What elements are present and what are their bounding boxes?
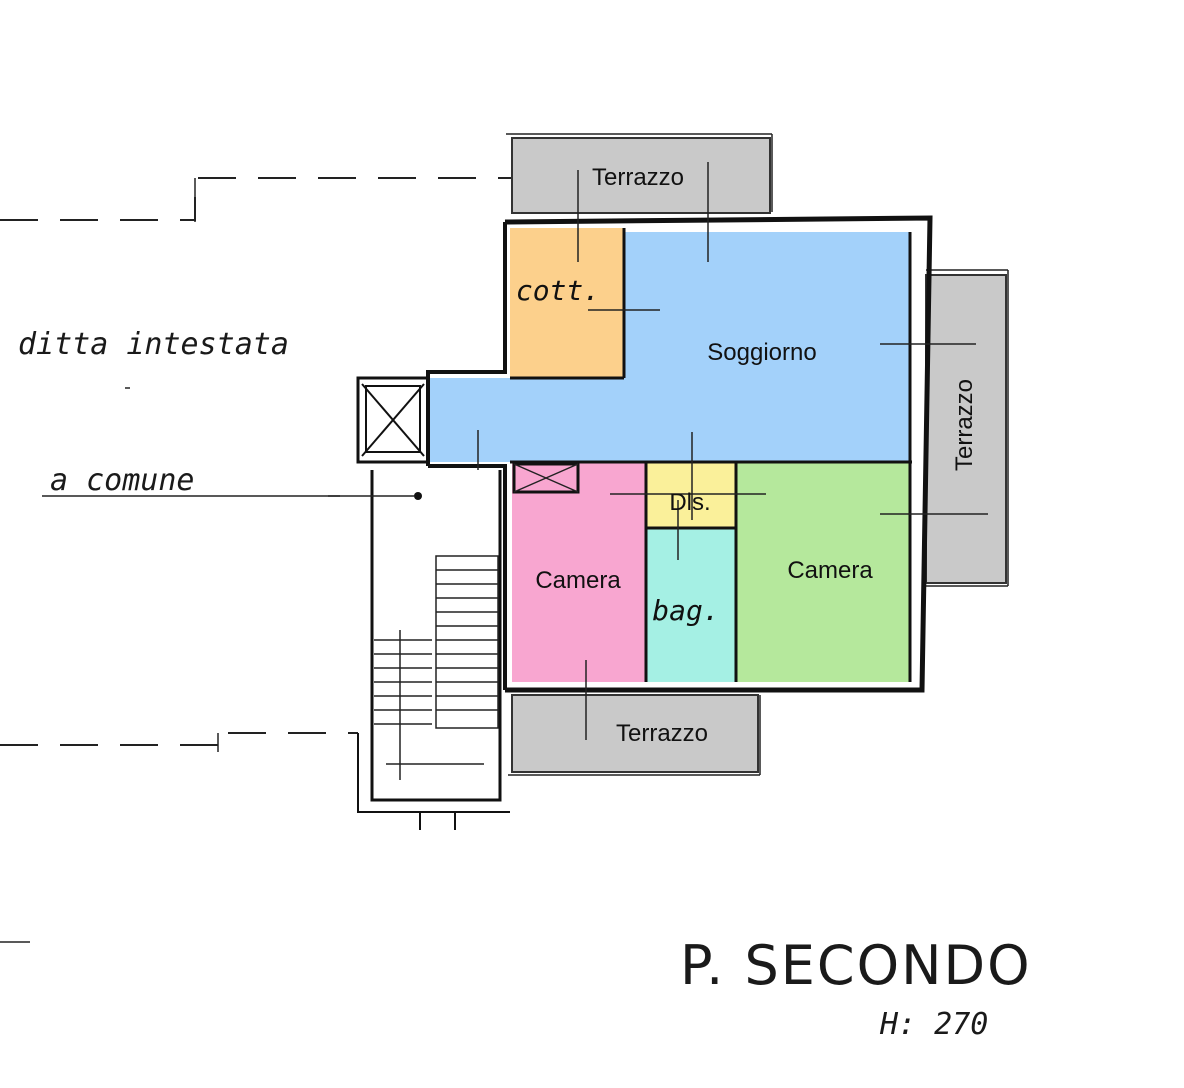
room-disimpegno	[646, 462, 736, 528]
label-disimpegno: Dls.	[669, 489, 710, 516]
property-boundary	[0, 177, 515, 943]
walls	[356, 215, 933, 830]
label-camera-right: Camera	[787, 557, 873, 584]
label-terrazzo-bottom: Terrazzo	[616, 720, 708, 747]
room-camera-right	[736, 462, 910, 682]
annotation-a-comune: a comune	[50, 463, 195, 498]
staircase	[374, 555, 499, 780]
terrace-top	[511, 137, 771, 214]
annotation-ditta-intestata: ditta intestata	[18, 327, 289, 362]
room-soggiorno	[430, 232, 910, 462]
label-terrazzo-right: Terrazzo	[951, 379, 978, 471]
room-bagno	[646, 528, 736, 682]
room-camera-left	[512, 462, 646, 682]
floor-title: P. SECONDO	[680, 934, 1032, 997]
floor-height: H: 270	[879, 1007, 988, 1042]
rooms	[430, 228, 910, 682]
label-cottura: cott.	[516, 274, 600, 307]
label-camera-left: Camera	[535, 567, 621, 594]
dimension-lines	[328, 162, 988, 740]
terraces	[506, 133, 1009, 776]
label-soggiorno: Soggiorno	[707, 339, 816, 366]
terrace-right	[925, 274, 1007, 584]
room-cottura	[510, 228, 624, 378]
terrace-bottom	[511, 694, 759, 773]
label-terrazzo-top: Terrazzo	[592, 164, 684, 191]
label-bagno: bag.	[652, 594, 719, 627]
